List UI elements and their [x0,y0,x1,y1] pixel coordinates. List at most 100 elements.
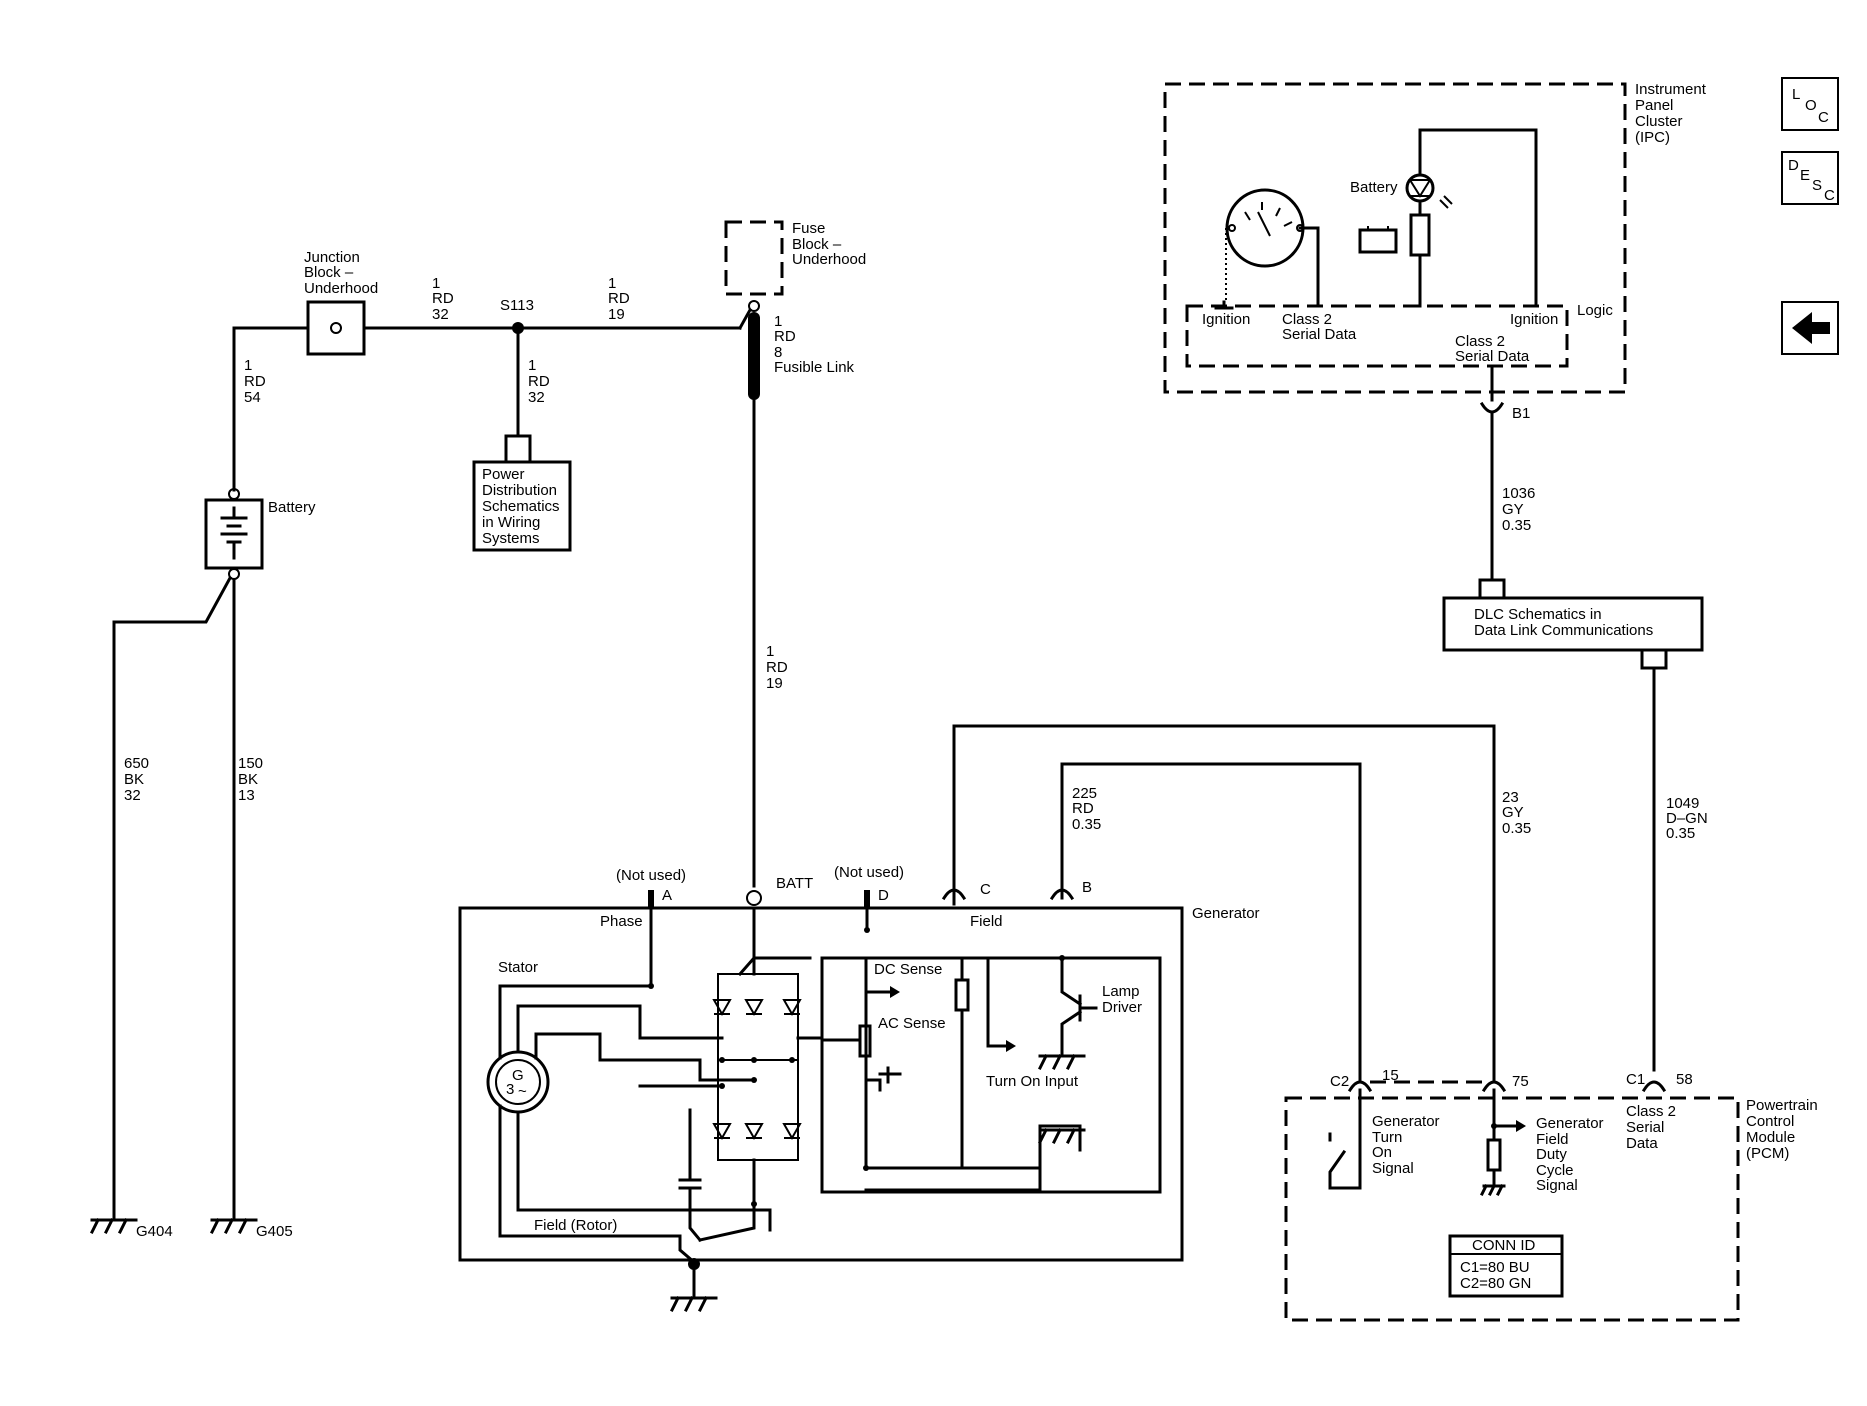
svg-text:32: 32 [528,389,545,406]
svg-text:C: C [1824,187,1835,204]
svg-text:Generator: Generator [1536,1115,1604,1132]
battery-symbol-icon [1358,228,1398,254]
pcm-boundary [1284,1096,1740,1322]
svg-text:Block –: Block – [304,264,354,281]
battery-icon [220,506,248,560]
svg-text:Powertrain: Powertrain [1746,1097,1818,1114]
svg-text:1: 1 [244,357,252,374]
regulator-ground-icon [1037,1053,1086,1071]
svg-text:D: D [1788,157,1799,174]
svg-text:(Not used): (Not used) [834,864,904,881]
field-rotor-label: Field (Rotor) [534,1217,617,1234]
svg-text:D: D [878,887,889,904]
svg-text:D–GN: D–GN [1666,810,1708,827]
fusible-link [748,312,760,400]
svg-text:Phase: Phase [600,913,643,930]
svg-text:23: 23 [1502,789,1519,806]
ac-sense-label: AC Sense [878,1015,946,1032]
ipc-connector-b1: B1 [1512,405,1530,422]
svg-text:Field: Field [1536,1131,1569,1148]
svg-text:1049: 1049 [1666,795,1699,812]
svg-text:C2=80 GN: C2=80 GN [1460,1275,1531,1292]
svg-text:32: 32 [124,787,141,804]
svg-text:1: 1 [766,643,774,660]
generator-title: Generator [1192,905,1260,922]
svg-text:19: 19 [766,675,783,692]
pcm-connector-c1: C1 [1626,1071,1645,1088]
svg-text:Schematics: Schematics [482,498,560,515]
svg-text:8: 8 [774,344,782,361]
ipc-logic-label: Logic [1577,302,1613,319]
svg-text:Signal: Signal [1372,1160,1414,1177]
svg-text:A: A [662,887,672,904]
svg-text:Underhood: Underhood [792,251,866,268]
junction-block-label: Junction Block – Underhood [304,249,378,297]
svg-text:(IPC): (IPC) [1635,129,1670,146]
svg-text:S: S [1812,177,1822,194]
arrow-left-icon [1792,312,1830,344]
ipc-battery-label: Battery [1350,179,1398,196]
svg-text:Power: Power [482,466,525,483]
battery-warning-lamp-icon [1405,173,1453,209]
svg-text:RD: RD [528,373,550,390]
ipc-ignition-left: Ignition [1202,311,1250,328]
generator-ground-icon [669,1295,718,1313]
svg-text:Serial Data: Serial Data [1282,326,1357,343]
svg-text:C: C [980,881,991,898]
ipc-boundary [1163,82,1627,394]
pcm-title: Powertrain Control Module (PCM) [1746,1097,1818,1162]
power-distribution-box[interactable] [472,460,572,552]
svg-text:GY: GY [1502,804,1524,821]
svg-text:RD: RD [1072,800,1094,817]
svg-text:Turn: Turn [1372,1129,1402,1146]
svg-text:BK: BK [238,771,258,788]
svg-text:Cluster: Cluster [1635,113,1683,130]
svg-text:0.35: 0.35 [1502,820,1531,837]
svg-text:Underhood: Underhood [304,280,378,297]
splice-s113-label: S113 [500,297,534,314]
lamp-driver-transistor-icon [1060,956,1098,1052]
ground-g404-label: G404 [136,1223,173,1240]
svg-text:Data: Data [1626,1135,1658,1152]
batt-terminal-label: BATT [776,875,813,892]
dc-sense-label: DC Sense [874,961,942,978]
turn-on-input-label: Turn On Input [986,1073,1079,1090]
svg-text:Signal: Signal [1536,1177,1578,1194]
svg-text:C1=80 BU: C1=80 BU [1460,1259,1530,1276]
svg-text:650: 650 [124,755,149,772]
svg-text:in Wiring: in Wiring [482,514,540,531]
svg-text:CONN ID: CONN ID [1472,1237,1536,1254]
diode-icon [712,999,802,1141]
svg-text:RD: RD [432,290,454,307]
desc-button[interactable]: D E S C [1781,151,1839,205]
svg-text:Generator: Generator [1372,1113,1440,1130]
dlc-schematics-box[interactable] [1442,596,1704,652]
svg-text:Field: Field [970,913,1003,930]
ground-g404-icon [89,1217,138,1235]
conn-id-table: CONN ID C1=80 BU C2=80 GN [1448,1234,1564,1298]
svg-text:Junction: Junction [304,249,360,266]
svg-text:Module: Module [1746,1129,1795,1146]
svg-text:Panel: Panel [1635,97,1673,114]
svg-text:Driver: Driver [1102,999,1142,1016]
back-button[interactable] [1781,301,1839,355]
svg-text:150: 150 [238,755,263,772]
svg-text:Class 2: Class 2 [1282,311,1332,328]
svg-text:B: B [1082,879,1092,896]
svg-text:Control: Control [1746,1113,1794,1130]
svg-text:~: ~ [518,1083,527,1100]
svg-text:1036: 1036 [1502,485,1535,502]
ipc-logic-boundary [1185,304,1569,368]
ipc-ignition-right: Ignition [1510,311,1558,328]
svg-text:Distribution: Distribution [482,482,557,499]
svg-text:G: G [512,1067,524,1084]
loc-button[interactable]: L O C [1781,77,1839,131]
svg-text:Duty: Duty [1536,1146,1567,1163]
svg-text:Lamp: Lamp [1102,983,1140,1000]
svg-text:BK: BK [124,771,144,788]
svg-text:C: C [1818,109,1829,126]
svg-text:15: 15 [1382,1067,1399,1084]
ground-g405-icon [209,1217,258,1235]
svg-text:O: O [1805,97,1817,114]
